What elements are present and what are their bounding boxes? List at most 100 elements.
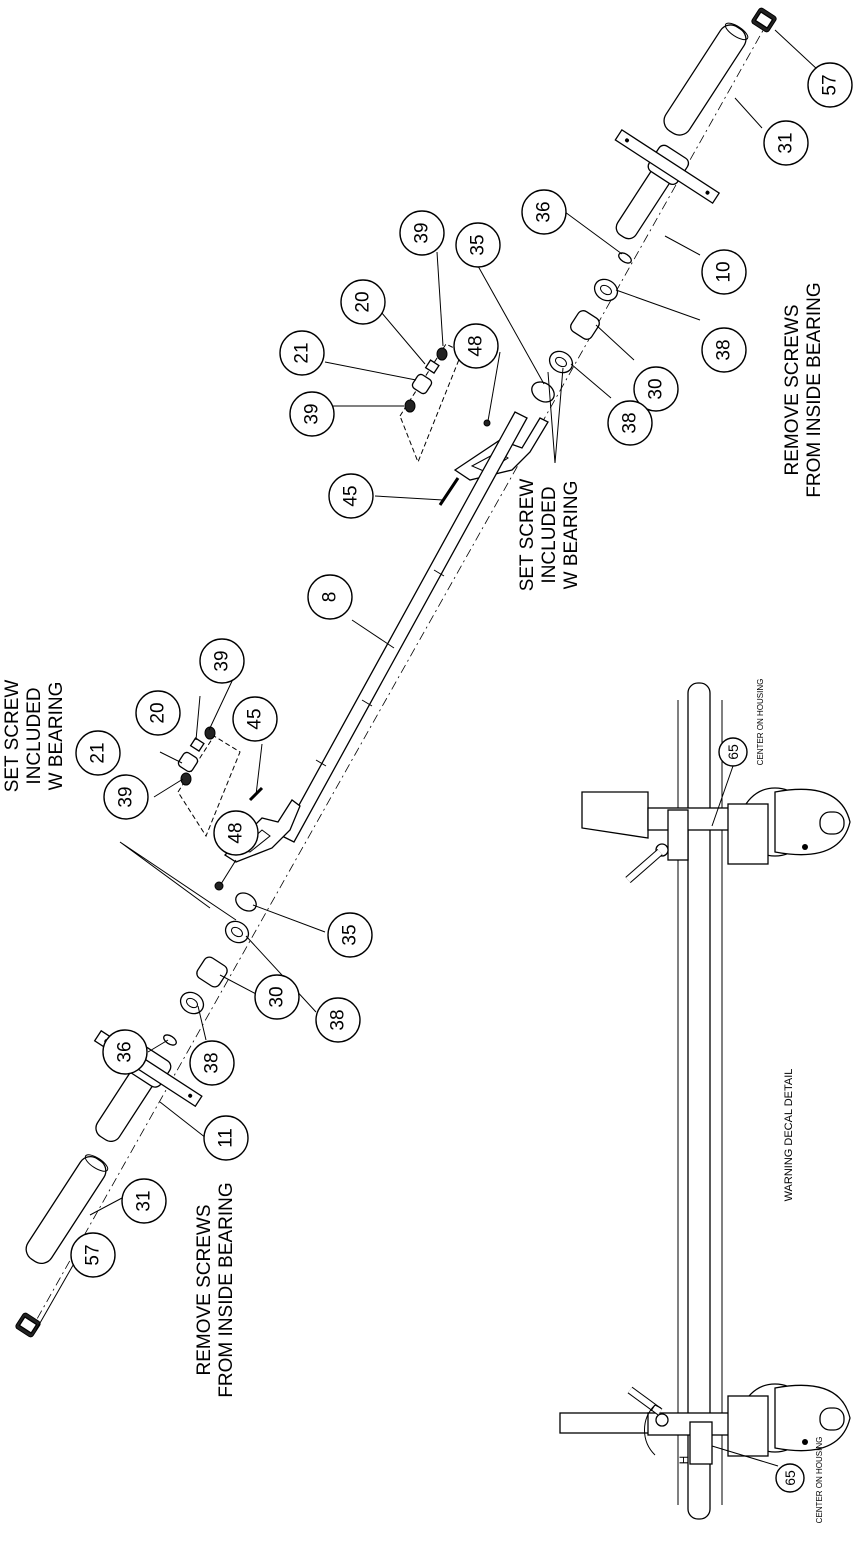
svg-text:38: 38 xyxy=(714,339,735,360)
svg-text:36: 36 xyxy=(534,201,555,222)
bearing-38-left-b xyxy=(179,991,205,1015)
svg-text:38: 38 xyxy=(620,412,641,433)
pin-20-left xyxy=(189,737,205,752)
svg-text:35: 35 xyxy=(340,924,361,945)
detail-housing-right xyxy=(581,787,851,884)
spacer-30-right xyxy=(570,310,600,340)
svg-text:21: 21 xyxy=(88,742,109,763)
callout-36-left: 36 xyxy=(102,1029,148,1075)
callout-39-left-a: 39 xyxy=(199,638,245,684)
svg-text:H: H xyxy=(677,1456,691,1465)
washer-36-left xyxy=(163,1034,177,1046)
callout-20-left: 20 xyxy=(135,690,181,736)
callout-48-left: 48 xyxy=(213,810,259,856)
warning-decal-detail: 65 65 CENTER ON HOUSING CENTER ON HOUSIN… xyxy=(559,679,851,1524)
svg-text:10: 10 xyxy=(714,261,735,282)
svg-text:WARNING DECAL DETAIL: WARNING DECAL DETAIL xyxy=(783,1069,795,1202)
callout-20-right: 20 xyxy=(340,279,386,325)
tube-right xyxy=(663,22,749,136)
callout-45-right: 45 xyxy=(328,473,374,519)
callout-45-left: 45 xyxy=(232,696,278,742)
pin-45-right xyxy=(438,477,460,506)
snap-ring-35-right xyxy=(531,381,555,403)
callout-39-right-b: 39 xyxy=(289,391,335,437)
callout-38-right-b: 38 xyxy=(607,400,653,446)
callout-57-right: 57 xyxy=(807,62,853,108)
svg-text:48: 48 xyxy=(466,335,487,356)
svg-text:38: 38 xyxy=(328,1009,349,1030)
callout-21-left: 21 xyxy=(75,730,121,776)
svg-text:SET SCREW: SET SCREW xyxy=(517,479,538,592)
callout-bubbles: 57 31 36 10 38 30 38 35 39 20 21 39 48 4… xyxy=(70,62,853,1278)
svg-text:39: 39 xyxy=(412,222,433,243)
bearing-38-right-a xyxy=(593,278,619,302)
end-cap-left xyxy=(15,1312,41,1338)
svg-text:35: 35 xyxy=(468,234,489,255)
bearing-39-right-a xyxy=(436,347,448,361)
svg-text:65: 65 xyxy=(725,744,741,760)
svg-text:REMOVE SCREWS: REMOVE SCREWS xyxy=(782,304,803,475)
svg-text:39: 39 xyxy=(302,403,323,424)
bearing-group-outline-left xyxy=(177,735,241,838)
tube-left xyxy=(25,1154,109,1264)
bearing-21-left xyxy=(177,751,199,773)
callout-39-left-b: 39 xyxy=(103,774,149,820)
svg-text:20: 20 xyxy=(148,702,169,723)
bearing-39-right-b xyxy=(404,399,416,413)
callout-11: 11 xyxy=(203,1115,249,1161)
callout-31-left: 31 xyxy=(121,1178,167,1224)
note-center-on-housing-right: CENTER ON HOUSING xyxy=(756,679,765,766)
decal-65-left xyxy=(689,1421,713,1465)
pin-20-right xyxy=(424,359,440,374)
svg-text:20: 20 xyxy=(353,291,374,312)
callout-48-right: 48 xyxy=(453,323,499,369)
svg-text:45: 45 xyxy=(245,708,266,729)
callout-30-right: 30 xyxy=(633,366,679,412)
callout-21-right: 21 xyxy=(279,330,325,376)
callout-38-left-b: 38 xyxy=(189,1040,235,1086)
note-remove-screws-right: REMOVE SCREWS FROM INSIDE BEARING xyxy=(782,282,825,497)
svg-text:FROM INSIDE BEARING: FROM INSIDE BEARING xyxy=(216,1182,237,1397)
svg-text:21: 21 xyxy=(292,342,313,363)
svg-text:39: 39 xyxy=(212,650,233,671)
svg-text:45: 45 xyxy=(341,485,362,506)
shaft-8 xyxy=(281,411,528,843)
svg-text:CENTER ON HOUSING: CENTER ON HOUSING xyxy=(815,1437,824,1524)
svg-text:48: 48 xyxy=(226,822,247,843)
svg-text:36: 36 xyxy=(115,1041,136,1062)
leader-lines xyxy=(35,29,819,1331)
svg-text:REMOVE SCREWS: REMOVE SCREWS xyxy=(194,1204,215,1375)
callout-36-right: 36 xyxy=(521,189,567,235)
svg-text:30: 30 xyxy=(267,986,288,1007)
svg-text:11: 11 xyxy=(216,1128,237,1148)
svg-text:INCLUDED: INCLUDED xyxy=(539,486,560,583)
note-set-screw-left: SET SCREW INCLUDED W BEARING xyxy=(2,680,67,793)
svg-text:SET SCREW: SET SCREW xyxy=(2,680,23,793)
svg-text:W BEARING: W BEARING xyxy=(46,682,67,791)
svg-text:W BEARING: W BEARING xyxy=(561,481,582,590)
detail-main-tube xyxy=(687,682,711,1520)
note-remove-screws-left: REMOVE SCREWS FROM INSIDE BEARING xyxy=(194,1182,237,1397)
svg-text:57: 57 xyxy=(820,74,841,95)
exploded-assembly xyxy=(15,7,777,1338)
svg-text:CENTER ON HOUSING: CENTER ON HOUSING xyxy=(756,679,765,766)
assembly-centerline xyxy=(27,17,771,1336)
callout-39-right-a: 39 xyxy=(399,210,445,256)
svg-text:FROM INSIDE BEARING: FROM INSIDE BEARING xyxy=(804,282,825,497)
callout-65-right: 65 xyxy=(718,737,748,767)
svg-text:8: 8 xyxy=(320,592,341,603)
callout-65-left: 65 xyxy=(775,1463,805,1493)
callout-31-right: 31 xyxy=(763,120,809,166)
callout-8: 8 xyxy=(307,574,353,620)
decal-65-right xyxy=(667,809,689,861)
svg-text:31: 31 xyxy=(776,132,797,153)
spacer-30-left xyxy=(196,956,228,988)
callout-38-left-a: 38 xyxy=(315,997,361,1043)
svg-text:INCLUDED: INCLUDED xyxy=(24,687,45,784)
svg-text:57: 57 xyxy=(83,1244,104,1265)
note-warning-decal-detail: WARNING DECAL DETAIL xyxy=(783,1069,795,1202)
snap-ring-35-left xyxy=(235,892,257,912)
end-cap-right xyxy=(751,7,777,33)
callout-35-left: 35 xyxy=(327,912,373,958)
